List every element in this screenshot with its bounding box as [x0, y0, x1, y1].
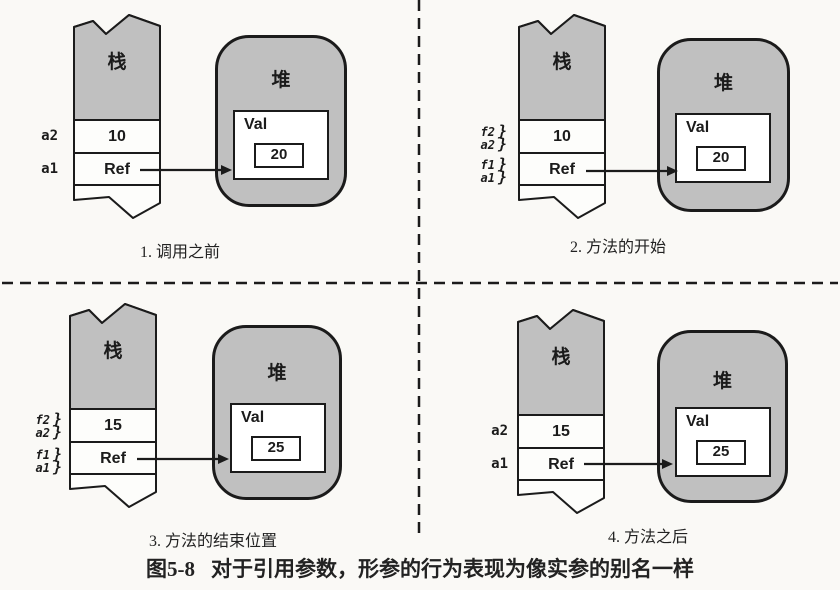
label-text: f2	[35, 413, 50, 427]
brace-glyph: }	[497, 168, 507, 186]
stack-row-label-a1: a1	[491, 456, 508, 472]
panel-3-method-end: 栈 15 Ref f2} a2} f1} a1} 堆 Val 25 3. 方法的…	[0, 283, 420, 566]
stack-row-label-f1: f1}	[18, 445, 62, 463]
field-label: Val	[686, 119, 710, 136]
field-label: Val	[241, 409, 265, 426]
stack-row-label-f1: f1}	[463, 155, 507, 173]
stack-row-label-f2: f2}	[18, 410, 62, 428]
stack-zigzag-shape	[518, 14, 606, 219]
stack-title: 栈	[552, 52, 572, 73]
brace-glyph: }	[52, 458, 62, 476]
stack-row-label-a2: a2	[491, 423, 508, 439]
stack-row-label-a2: a2}	[18, 423, 62, 441]
field-label: Val	[244, 116, 268, 133]
stack-cell-value: 15	[552, 423, 570, 440]
stack-row-label-a1: a1}	[18, 458, 62, 476]
heap-title: 堆	[271, 70, 291, 91]
field-label: Val	[686, 413, 710, 430]
brace-glyph: }	[52, 410, 62, 428]
label-text: a1	[35, 461, 50, 475]
stack-title: 栈	[551, 347, 571, 368]
heap-2: 堆 Val 20	[657, 38, 790, 212]
stack-cell-ref: Ref	[104, 161, 130, 178]
panel-2-method-start: 栈 10 Ref f2} a2} f1} a1} 堆 Val 20 2. 方法的…	[420, 0, 840, 283]
stack-row-label-f2: f2}	[463, 122, 507, 140]
panel-caption-1: 1. 调用之前	[139, 244, 220, 261]
panel-caption-2: 2. 方法的开始	[569, 239, 666, 256]
field-value-box: 25	[251, 436, 301, 461]
brace-glyph: }	[497, 155, 507, 173]
panel-caption-3: 3. 方法的结束位置	[148, 533, 277, 550]
stack-title: 栈	[107, 52, 127, 73]
brace-glyph: }	[52, 423, 62, 441]
stack-cell-ref: Ref	[100, 450, 126, 467]
figure-number: 图5-8	[146, 557, 195, 581]
stack-1: 栈 10 Ref	[73, 13, 161, 229]
heap-3: 堆 Val 25	[212, 325, 342, 500]
stack-zigzag-shape	[69, 303, 157, 508]
label-text: f1	[35, 448, 50, 462]
stack-cell-value: 10	[553, 128, 571, 145]
heap-object: Val 20	[233, 110, 329, 180]
stack-cell-ref: Ref	[548, 456, 574, 473]
stack-row-label-a1: a1}	[463, 168, 507, 186]
stack-row-label-a1: a1	[41, 161, 58, 177]
figure-caption: 图5-8 对于引用参数，形参的行为表现为像实参的别名一样	[0, 553, 840, 583]
heap-title: 堆	[267, 363, 287, 384]
stack-cell-ref: Ref	[549, 161, 575, 178]
heap-object: Val 25	[230, 403, 326, 473]
stack-3: 栈 15 Ref	[69, 302, 157, 518]
panel-caption-4: 4. 方法之后	[607, 529, 688, 546]
heap-object: Val 20	[675, 113, 771, 183]
stack-2: 栈 10 Ref	[518, 13, 606, 229]
heap-1: 堆 Val 20	[215, 35, 347, 207]
label-text: a2	[35, 426, 50, 440]
field-value-box: 25	[696, 440, 746, 465]
stack-zigzag-shape	[517, 309, 605, 514]
panel-4-after-method: 栈 15 Ref a2 a1 堆 Val 25 4. 方法之后	[420, 283, 840, 566]
heap-object: Val 25	[675, 407, 771, 477]
stack-row-label-a2: a2}	[463, 135, 507, 153]
brace-glyph: }	[497, 122, 507, 140]
label-text: f2	[480, 125, 495, 139]
heap-title: 堆	[712, 371, 732, 392]
field-value-box: 20	[254, 143, 304, 168]
label-text: f1	[480, 158, 495, 172]
brace-glyph: }	[52, 445, 62, 463]
stack-cell-value: 10	[108, 128, 126, 145]
brace-glyph: }	[497, 135, 507, 153]
heap-4: 堆 Val 25	[657, 330, 788, 503]
stack-title: 栈	[103, 341, 123, 362]
stack-4: 栈 15 Ref	[517, 308, 605, 524]
heap-title: 堆	[713, 73, 733, 94]
stack-zigzag-shape	[73, 14, 161, 219]
stack-row-label-a2: a2	[41, 128, 58, 144]
panel-1-before-call: 栈 10 Ref a2 a1 堆 Val 20 1. 调用之前	[0, 0, 420, 283]
label-text: a2	[480, 138, 495, 152]
label-text: a1	[480, 171, 495, 185]
figure-caption-text: 对于引用参数，形参的行为表现为像实参的别名一样	[211, 557, 694, 581]
field-value-box: 20	[696, 146, 746, 171]
stack-cell-value: 15	[104, 417, 122, 434]
